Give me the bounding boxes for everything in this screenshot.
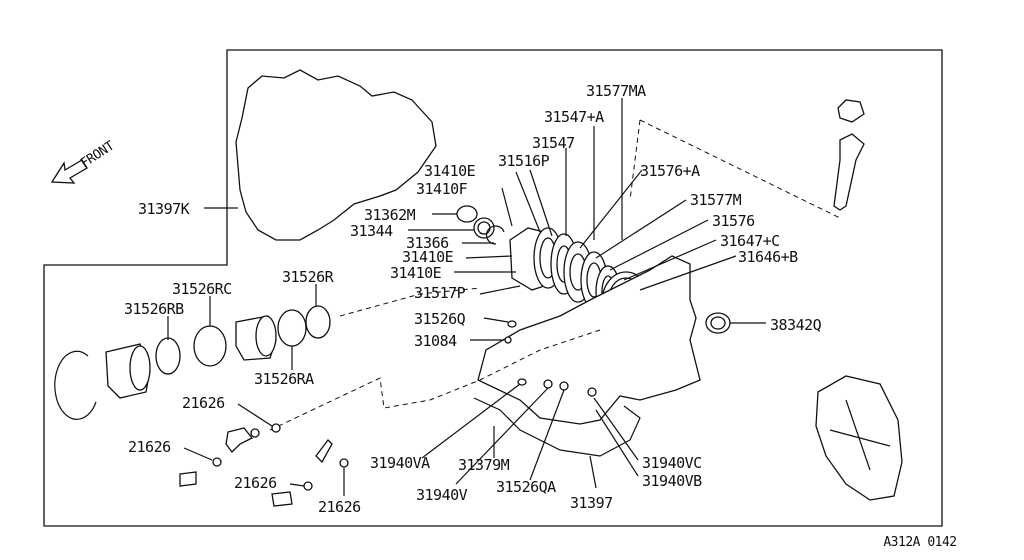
part-label: 31547 bbox=[532, 134, 575, 152]
part-label: 21626 bbox=[128, 438, 171, 456]
part-label: 31577MA bbox=[586, 82, 646, 100]
drawing-code: A312A 0142 bbox=[883, 535, 956, 550]
part-label: 31397 bbox=[570, 494, 613, 512]
part-label: 31526R bbox=[282, 268, 335, 286]
drum-assembly-shape bbox=[54, 305, 331, 420]
part-label: 31397K bbox=[138, 200, 190, 218]
part-label: 31940VA bbox=[370, 454, 430, 472]
seal-shape bbox=[456, 205, 478, 223]
part-label: 31526RB bbox=[124, 300, 184, 318]
front-label: FRONT bbox=[78, 138, 117, 171]
part-label: 31940VC bbox=[642, 454, 702, 472]
part-label: 31526RA bbox=[254, 370, 314, 388]
filler-tube-shape bbox=[833, 99, 865, 211]
part-label: 31940VB bbox=[642, 472, 702, 490]
transmission-case-shape bbox=[477, 255, 701, 425]
part-label: 31410F bbox=[416, 180, 468, 198]
part-label: 31547+A bbox=[544, 108, 604, 126]
part-label: 21626 bbox=[318, 498, 361, 516]
part-label: 31576 bbox=[712, 212, 755, 230]
fittings-shape bbox=[179, 320, 597, 507]
part-label: 31526RC bbox=[172, 280, 232, 298]
part-label: 21626 bbox=[234, 474, 277, 492]
part-label: 31526QA bbox=[496, 478, 556, 496]
diagram-frame bbox=[43, 49, 943, 527]
part-label: 31576+A bbox=[640, 162, 700, 180]
part-label: 31517P bbox=[414, 284, 466, 302]
part-label: 31526Q bbox=[414, 310, 466, 328]
part-label: 31410E bbox=[402, 248, 454, 266]
part-label: 21626 bbox=[182, 394, 225, 412]
part-label: 31516P bbox=[498, 152, 550, 170]
part-label: 31344 bbox=[350, 222, 393, 240]
front-arrow-icon bbox=[50, 159, 88, 184]
part-label: 31647+C bbox=[720, 232, 780, 250]
case-gasket-shape bbox=[235, 69, 437, 241]
part-label: 31410E bbox=[390, 264, 442, 282]
part-label: 31646+B bbox=[738, 248, 798, 266]
part-label: 31366 bbox=[406, 234, 449, 252]
part-label: 31577M bbox=[690, 191, 742, 209]
part-label: 31410E bbox=[424, 162, 476, 180]
part-label: 31379M bbox=[458, 456, 510, 474]
part-label: 31940V bbox=[416, 486, 468, 504]
part-label: 31362M bbox=[364, 206, 416, 224]
part-label: 38342Q bbox=[770, 316, 822, 334]
part-label: 31084 bbox=[414, 332, 457, 350]
